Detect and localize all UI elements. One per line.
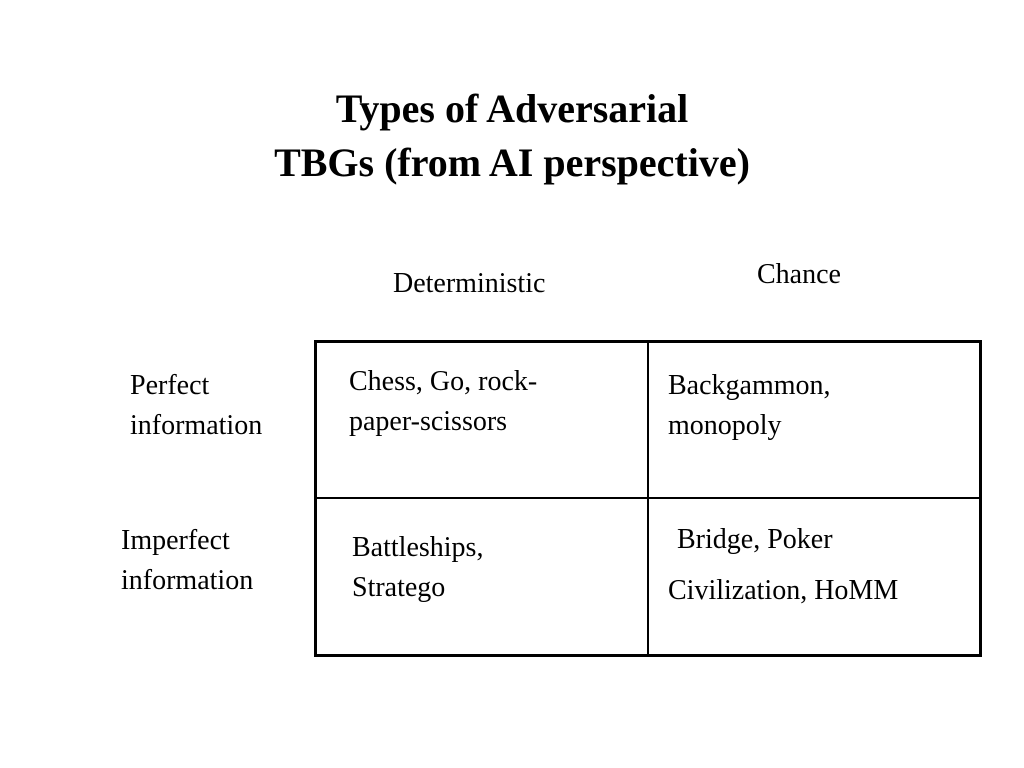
cell-imperfect-deterministic: Battleships, Stratego bbox=[352, 528, 483, 608]
row-header-imperfect-line-1: Imperfect bbox=[121, 525, 230, 556]
row-header-imperfect-line-2: information bbox=[121, 565, 254, 596]
slide-title: Types of Adversarial TBGs (from AI persp… bbox=[0, 82, 1024, 190]
cell-imperfect-deterministic-line-2: Stratego bbox=[352, 572, 446, 603]
cell-imperfect-deterministic-line-1: Battleships, bbox=[352, 532, 484, 563]
cell-imperfect-chance-line-2: Civilization, HoMM bbox=[668, 575, 899, 606]
cell-perfect-deterministic-line-2: paper-scissors bbox=[349, 406, 508, 437]
row-header-imperfect-information: Imperfect information bbox=[121, 521, 253, 601]
cell-perfect-chance: Backgammon, monopoly bbox=[668, 366, 831, 446]
column-header-chance: Chance bbox=[757, 259, 841, 290]
cell-perfect-chance-line-1: Backgammon, bbox=[668, 370, 831, 401]
row-header-perfect-line-2: information bbox=[130, 410, 263, 441]
cell-perfect-chance-line-2: monopoly bbox=[668, 410, 782, 441]
cell-imperfect-chance-line-1: Bridge, Poker bbox=[677, 524, 833, 555]
column-header-deterministic: Deterministic bbox=[393, 268, 546, 299]
cell-perfect-deterministic-line-1: Chess, Go, rock- bbox=[349, 366, 538, 397]
row-header-perfect-information: Perfect information bbox=[130, 366, 262, 446]
cell-perfect-deterministic: Chess, Go, rock- paper-scissors bbox=[349, 362, 537, 442]
row-header-perfect-line-1: Perfect bbox=[130, 370, 210, 401]
slide-title-line-2: TBGs (from AI perspective) bbox=[274, 140, 750, 185]
slide-title-line-1: Types of Adversarial bbox=[335, 86, 689, 131]
cell-imperfect-chance: Bridge, Poker Civilization, HoMM bbox=[668, 519, 898, 611]
grid-horizontal-divider bbox=[314, 497, 982, 499]
